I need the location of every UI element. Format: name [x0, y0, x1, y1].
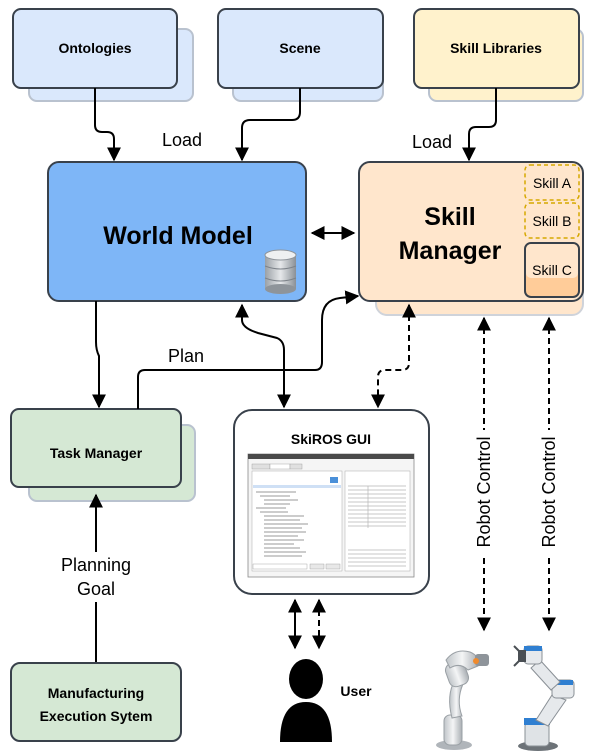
task-manager-label: Task Manager — [50, 445, 143, 461]
load-ontologies-arrow — [94, 88, 121, 162]
skill-b-label: Skill B — [533, 213, 572, 229]
world-model-label: World Model — [103, 222, 253, 250]
user-label: User — [340, 683, 372, 699]
scene-node: Scene — [217, 8, 384, 102]
skill-libraries-label: Skill Libraries — [450, 40, 542, 56]
database-icon — [264, 249, 297, 294]
planning-goal-label-2: Goal — [77, 579, 115, 599]
user-icon — [280, 659, 332, 742]
planning-goal-label-1: Planning — [61, 555, 131, 575]
robot-control-1-label: Robot Control — [474, 436, 494, 547]
skill-c-label: Skill C — [532, 262, 572, 278]
scene-label: Scene — [279, 40, 320, 56]
plan-arrow — [137, 290, 360, 409]
skill-manager-label-2: Manager — [399, 237, 502, 265]
world-gui-arrow — [235, 303, 291, 409]
load-left-label: Load — [162, 130, 202, 150]
skill-a-box: Skill A — [524, 164, 580, 201]
mes-label-2: Execution Sytem — [40, 708, 153, 724]
skill-manager-node: Skill Manager Skill A Skill B Skill C — [358, 161, 584, 316]
ontologies-node: Ontologies — [12, 8, 194, 102]
skill-libraries-node: Skill Libraries — [413, 8, 584, 102]
load-scene-arrow — [235, 88, 301, 162]
ur-robot-icon — [513, 645, 575, 751]
skill-a-label: Skill A — [533, 175, 572, 191]
mes-node: Manufacturing Execution Sytem — [10, 662, 182, 742]
kuka-robot-icon — [436, 650, 489, 750]
world-model-node: World Model — [47, 161, 307, 302]
load-skills-arrow — [462, 88, 497, 162]
plan-label: Plan — [168, 346, 204, 366]
skill-manager-label-1: Skill — [424, 203, 475, 231]
skill-b-box: Skill B — [524, 202, 580, 239]
load-right-label: Load — [412, 132, 452, 152]
skill-gui-arrow — [371, 303, 416, 409]
skiros-gui-node: SkiROS GUI — [233, 409, 430, 595]
mes-label-1: Manufacturing — [48, 685, 144, 701]
robot-control-2-label: Robot Control — [539, 436, 559, 547]
skiros-gui-label: SkiROS GUI — [291, 431, 371, 447]
gui-screenshot-thumbnail — [247, 453, 415, 578]
world-to-task-arrow — [92, 301, 106, 409]
skill-c-box: Skill C — [524, 242, 580, 298]
ontologies-label: Ontologies — [58, 40, 131, 56]
task-manager-node: Task Manager — [10, 408, 196, 502]
